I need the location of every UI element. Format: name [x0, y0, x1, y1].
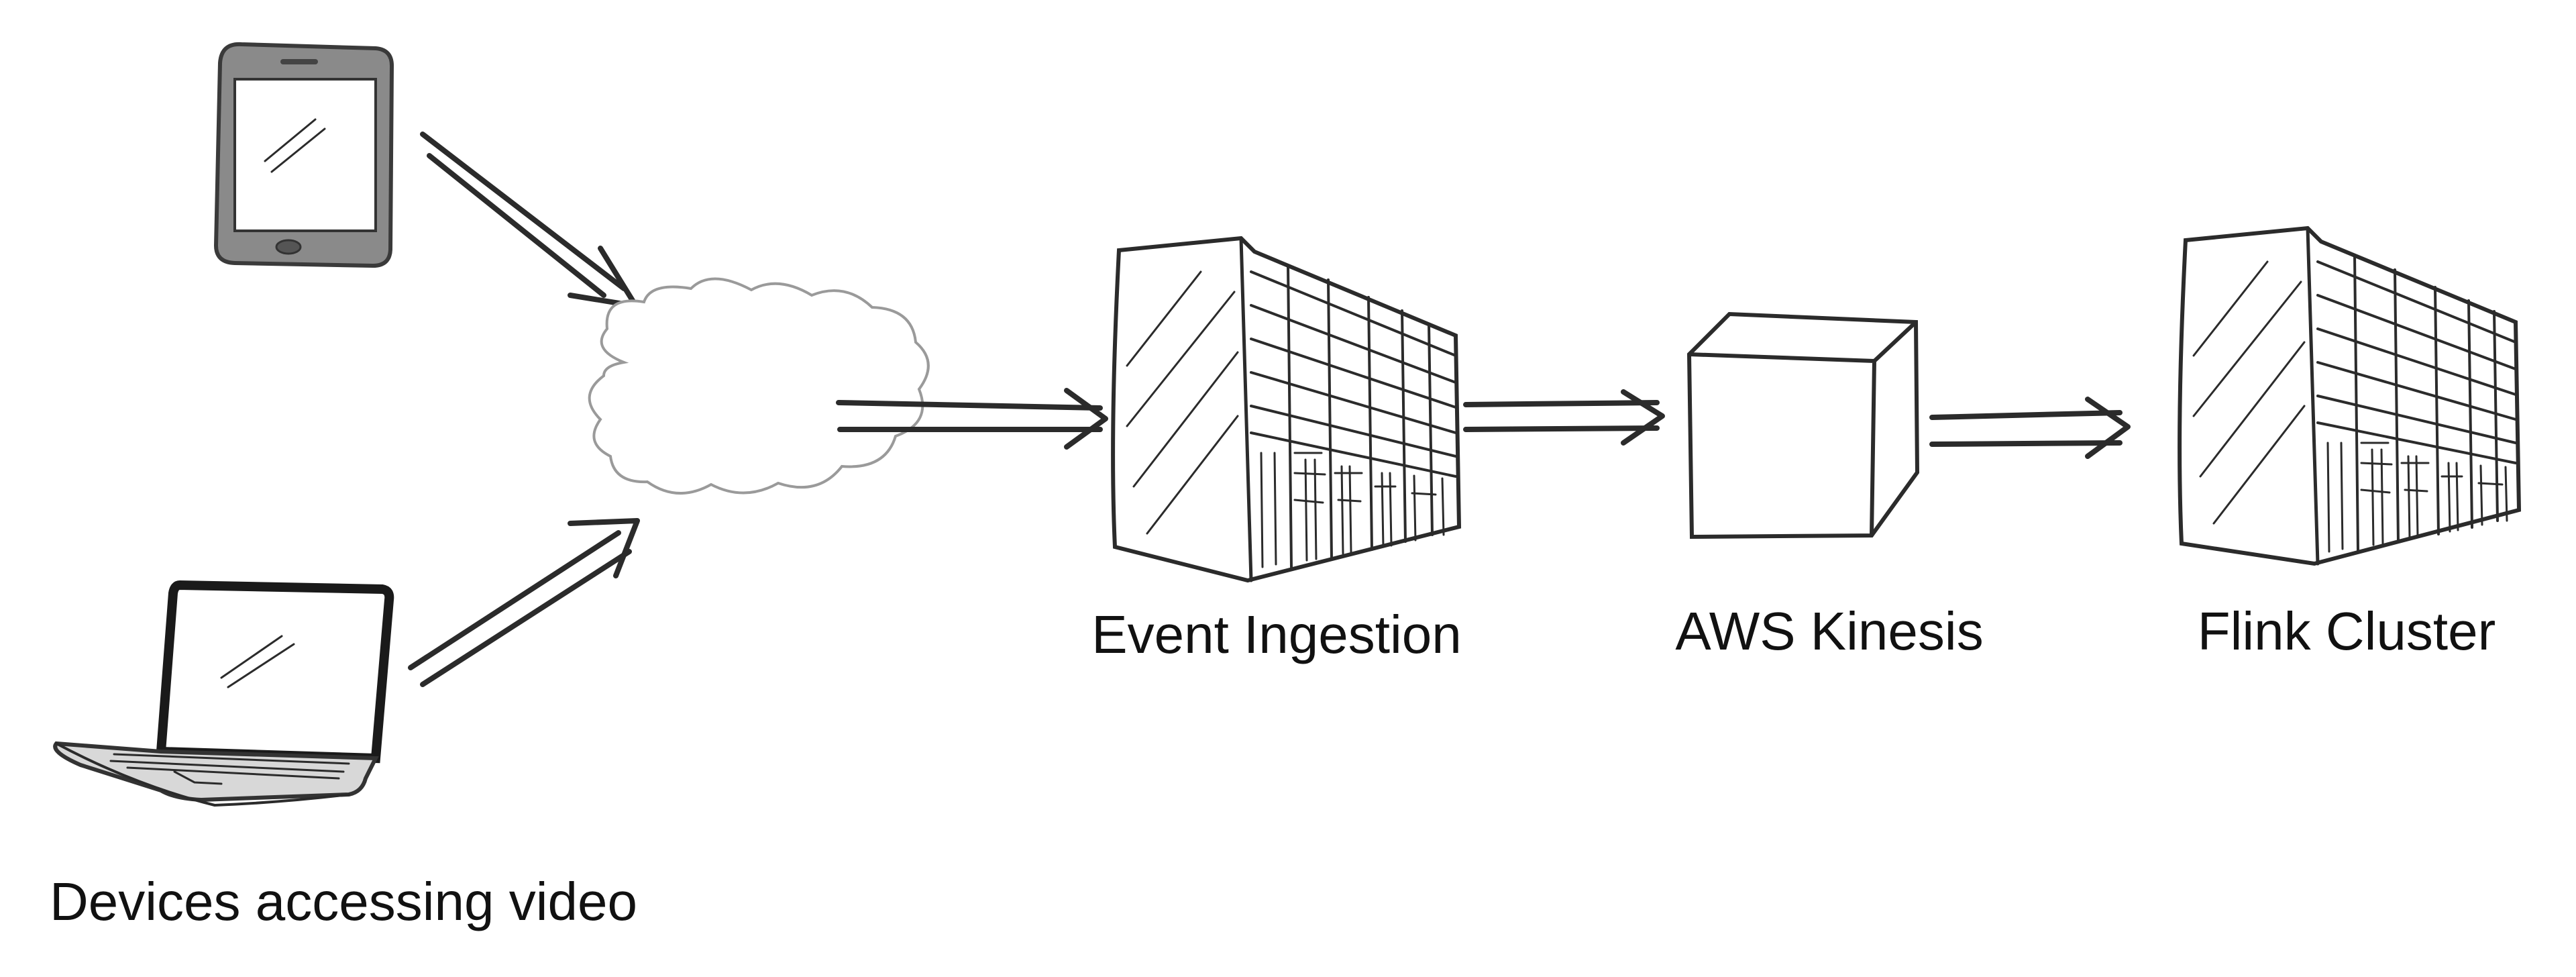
cube-icon	[1686, 311, 1920, 539]
arrow-phone-to-cloud	[420, 132, 639, 309]
arrow-kinesis-to-flink	[1929, 397, 2131, 459]
laptop-icon	[53, 580, 394, 807]
cloud-icon	[588, 277, 930, 495]
arrow-cloud-to-ingestion	[836, 388, 1108, 450]
event-ingestion-label: Event Ingestion	[1091, 605, 1462, 664]
devices-label: Devices accessing video	[50, 872, 637, 931]
server-rack-icon	[2178, 225, 2522, 566]
flink-cluster-label: Flink Cluster	[2197, 601, 2496, 661]
server-rack-icon	[1111, 236, 1462, 583]
arrow-ingestion-to-kinesis	[1463, 389, 1665, 446]
smartphone-icon	[213, 42, 394, 268]
aws-kinesis-label: AWS Kinesis	[1675, 601, 1984, 661]
arrow-laptop-to-cloud	[408, 518, 640, 687]
